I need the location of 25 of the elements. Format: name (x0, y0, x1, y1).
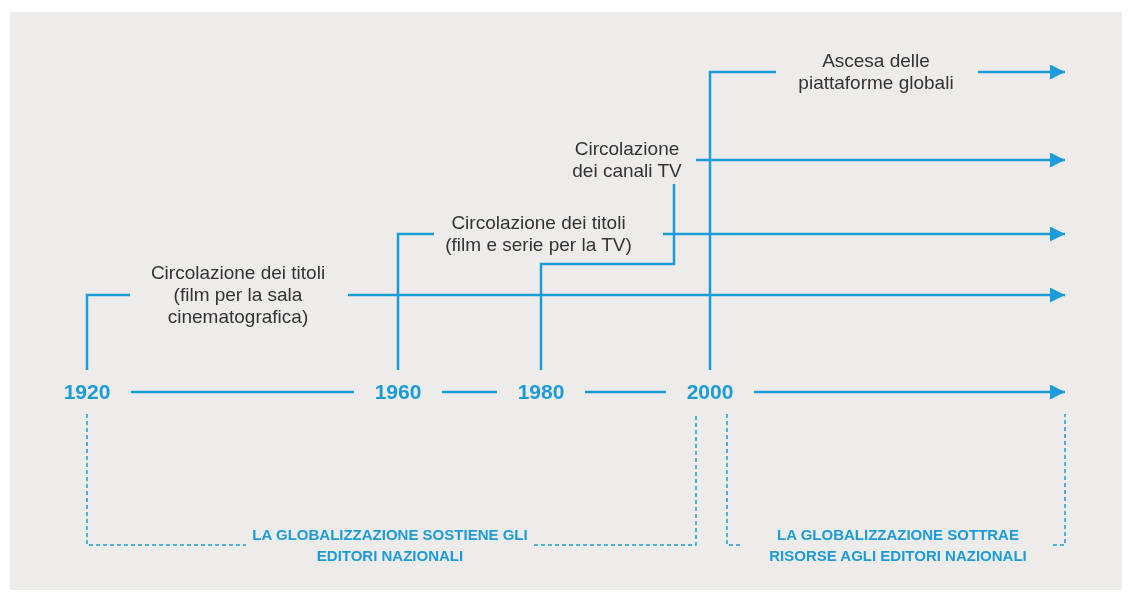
arrow (978, 64, 1065, 80)
period-label: LA GLOBALIZZAZIONE SOSTIENE GLI EDITORI NAZIONALI (250, 524, 530, 566)
timeline-label: Circolazione dei titoli (film e serie per la TV) (436, 212, 641, 256)
arrow (696, 152, 1065, 168)
timeline-arrow (754, 384, 1065, 400)
connector-line (396, 232, 434, 370)
connector-line (539, 184, 676, 370)
period-label: LA GLOBALIZZAZIONE SOTTRAE RISORSE AGLI EDITORI NAZIONALI (745, 524, 1051, 566)
year-label: 1960 (366, 380, 430, 404)
arrow (663, 226, 1065, 242)
year-label: 2000 (678, 380, 742, 404)
timeline-axis (585, 390, 666, 394)
timeline-axis (131, 390, 354, 394)
dashed-bracket (1052, 413, 1066, 546)
timeline-label: Circolazione dei canali TV (566, 138, 688, 182)
dashed-bracket (86, 413, 247, 546)
year-label: 1920 (55, 380, 119, 404)
timeline-label: Circolazione dei titoli (film per la sala cinematografica) (132, 262, 344, 328)
arrow (348, 287, 1065, 303)
year-label: 1980 (509, 380, 573, 404)
timeline-label: Ascesa delle piattaforme globali (778, 50, 974, 94)
connector-line (85, 293, 130, 370)
dashed-bracket (533, 413, 697, 546)
connector-line (708, 70, 776, 370)
timeline-axis (442, 390, 497, 394)
